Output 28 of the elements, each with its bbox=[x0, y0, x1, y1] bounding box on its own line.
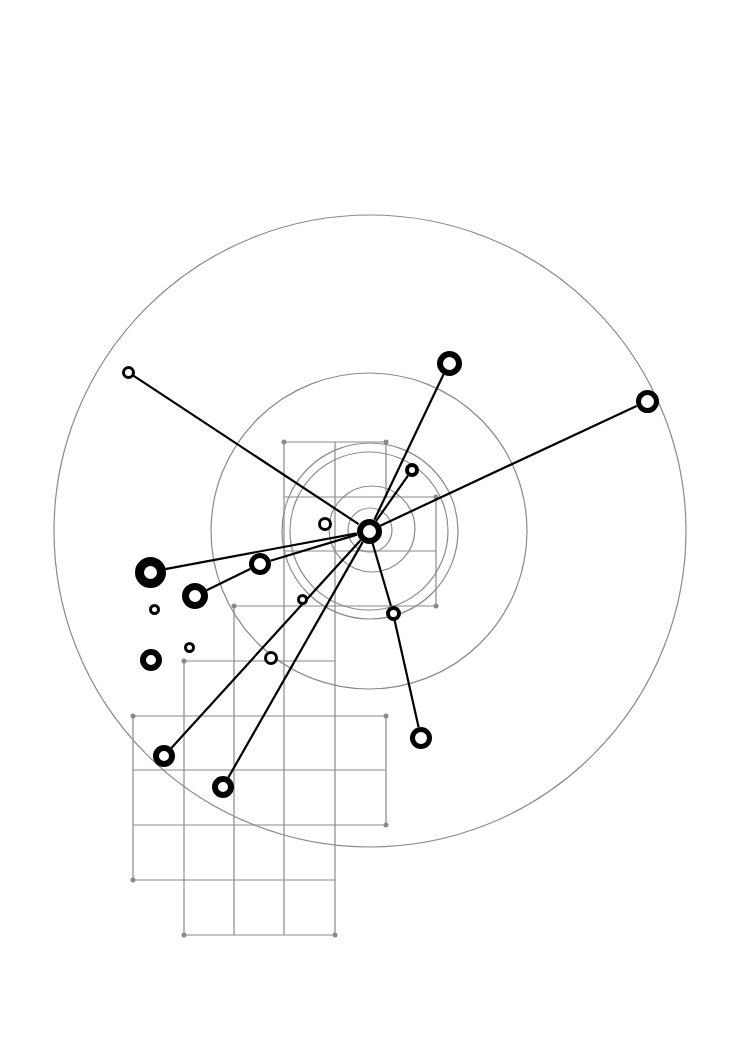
ring-node bbox=[410, 727, 432, 749]
connector-line bbox=[227, 541, 364, 778]
connector-line bbox=[206, 567, 251, 592]
ring-node bbox=[134, 556, 166, 588]
ring-node bbox=[318, 517, 332, 531]
connector-line bbox=[371, 542, 392, 607]
ring-node bbox=[635, 389, 659, 413]
ring-node bbox=[153, 745, 175, 767]
ring-node bbox=[140, 649, 162, 671]
ring-node bbox=[405, 463, 419, 477]
ring-node bbox=[356, 518, 382, 544]
connector-line bbox=[170, 539, 362, 749]
connector-line bbox=[375, 475, 409, 522]
connector-line bbox=[165, 532, 357, 571]
connector-line bbox=[373, 373, 445, 521]
ring-node bbox=[182, 583, 208, 609]
ring-node bbox=[264, 651, 278, 665]
ring-node bbox=[249, 553, 271, 575]
ring-node bbox=[121, 365, 135, 379]
ring-node bbox=[296, 593, 308, 605]
ring-node bbox=[212, 776, 234, 798]
connector-line bbox=[132, 374, 360, 525]
ring-node bbox=[148, 603, 160, 615]
connector-line bbox=[379, 404, 638, 527]
connector-line bbox=[393, 620, 420, 728]
ring-node bbox=[183, 641, 195, 653]
ring-node bbox=[436, 350, 462, 376]
connector-line bbox=[270, 533, 358, 562]
